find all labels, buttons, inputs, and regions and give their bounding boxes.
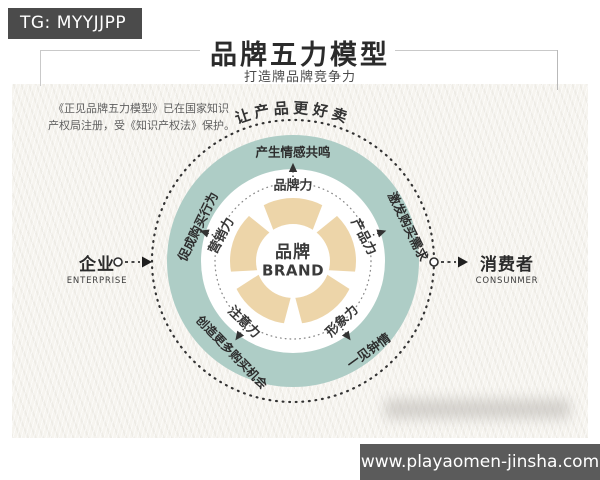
actor-consumer-zh: 消费者 (480, 255, 534, 275)
center-brand-zh: 品牌 (274, 242, 311, 263)
telegram-badge: TG: MYYJJPP (8, 8, 143, 39)
arc-slogan: 让产品更好卖 (233, 99, 349, 128)
svg-text:让产品更好卖: 让产品更好卖 (233, 99, 353, 128)
actor-enterprise-zh: 企业 (78, 255, 115, 275)
copyright-note: 《正见品牌五力模型》已在国家知识 产权局注册，受《知识产权法》保护。 (48, 100, 253, 134)
center-circle (256, 224, 330, 298)
actor-consumer-en: CONSUNMER (475, 276, 539, 286)
copyright-note-line1: 《正见品牌五力模型》已在国家知识 (53, 102, 229, 115)
radial-arrow-right (372, 229, 387, 238)
right-connector-arrowhead (458, 256, 468, 268)
center-brand-en: BRAND (261, 261, 325, 280)
inner-force-top: 品牌力 (273, 178, 313, 194)
frame-edge-left (40, 50, 41, 86)
copyright-note-line2: 产权局注册，受《知识产权法》保护。 (48, 119, 235, 132)
radial-arrow-bottom-right (341, 328, 351, 341)
page-subtitle: 打造牌品牌竞争力 (243, 70, 356, 85)
radial-arrow-left (199, 229, 214, 238)
page-title: 品牌五力模型 (210, 40, 390, 71)
petal-notch (319, 269, 363, 293)
radial-arrow-bottom-left (235, 328, 245, 341)
actor-enterprise-en: ENTERPRISE (66, 276, 128, 286)
title-rule-left (40, 50, 200, 51)
forces-dotted-circle (214, 182, 372, 340)
actor-enterprise: 企业 ENTERPRISE (67, 250, 128, 286)
petal-notch (282, 289, 304, 331)
footer-url-bar: www.playaomen-jinsha.com (360, 444, 600, 480)
actor-consumer: 消费者 CONSUNMER (476, 250, 539, 286)
petal-notch (243, 198, 277, 239)
left-connector-arrowhead (142, 256, 152, 268)
frame-edge-right (557, 50, 558, 90)
petal-notch (309, 198, 343, 239)
petal-notch (223, 269, 267, 293)
center-brand-label: 品牌 BRAND (262, 243, 324, 278)
title-rule-right (395, 50, 558, 51)
left-connector-node (113, 257, 123, 267)
blurred-watermark (385, 399, 570, 419)
right-connector-node (429, 257, 439, 267)
outer-effect-top: 产生情感共鸣 (255, 144, 331, 160)
